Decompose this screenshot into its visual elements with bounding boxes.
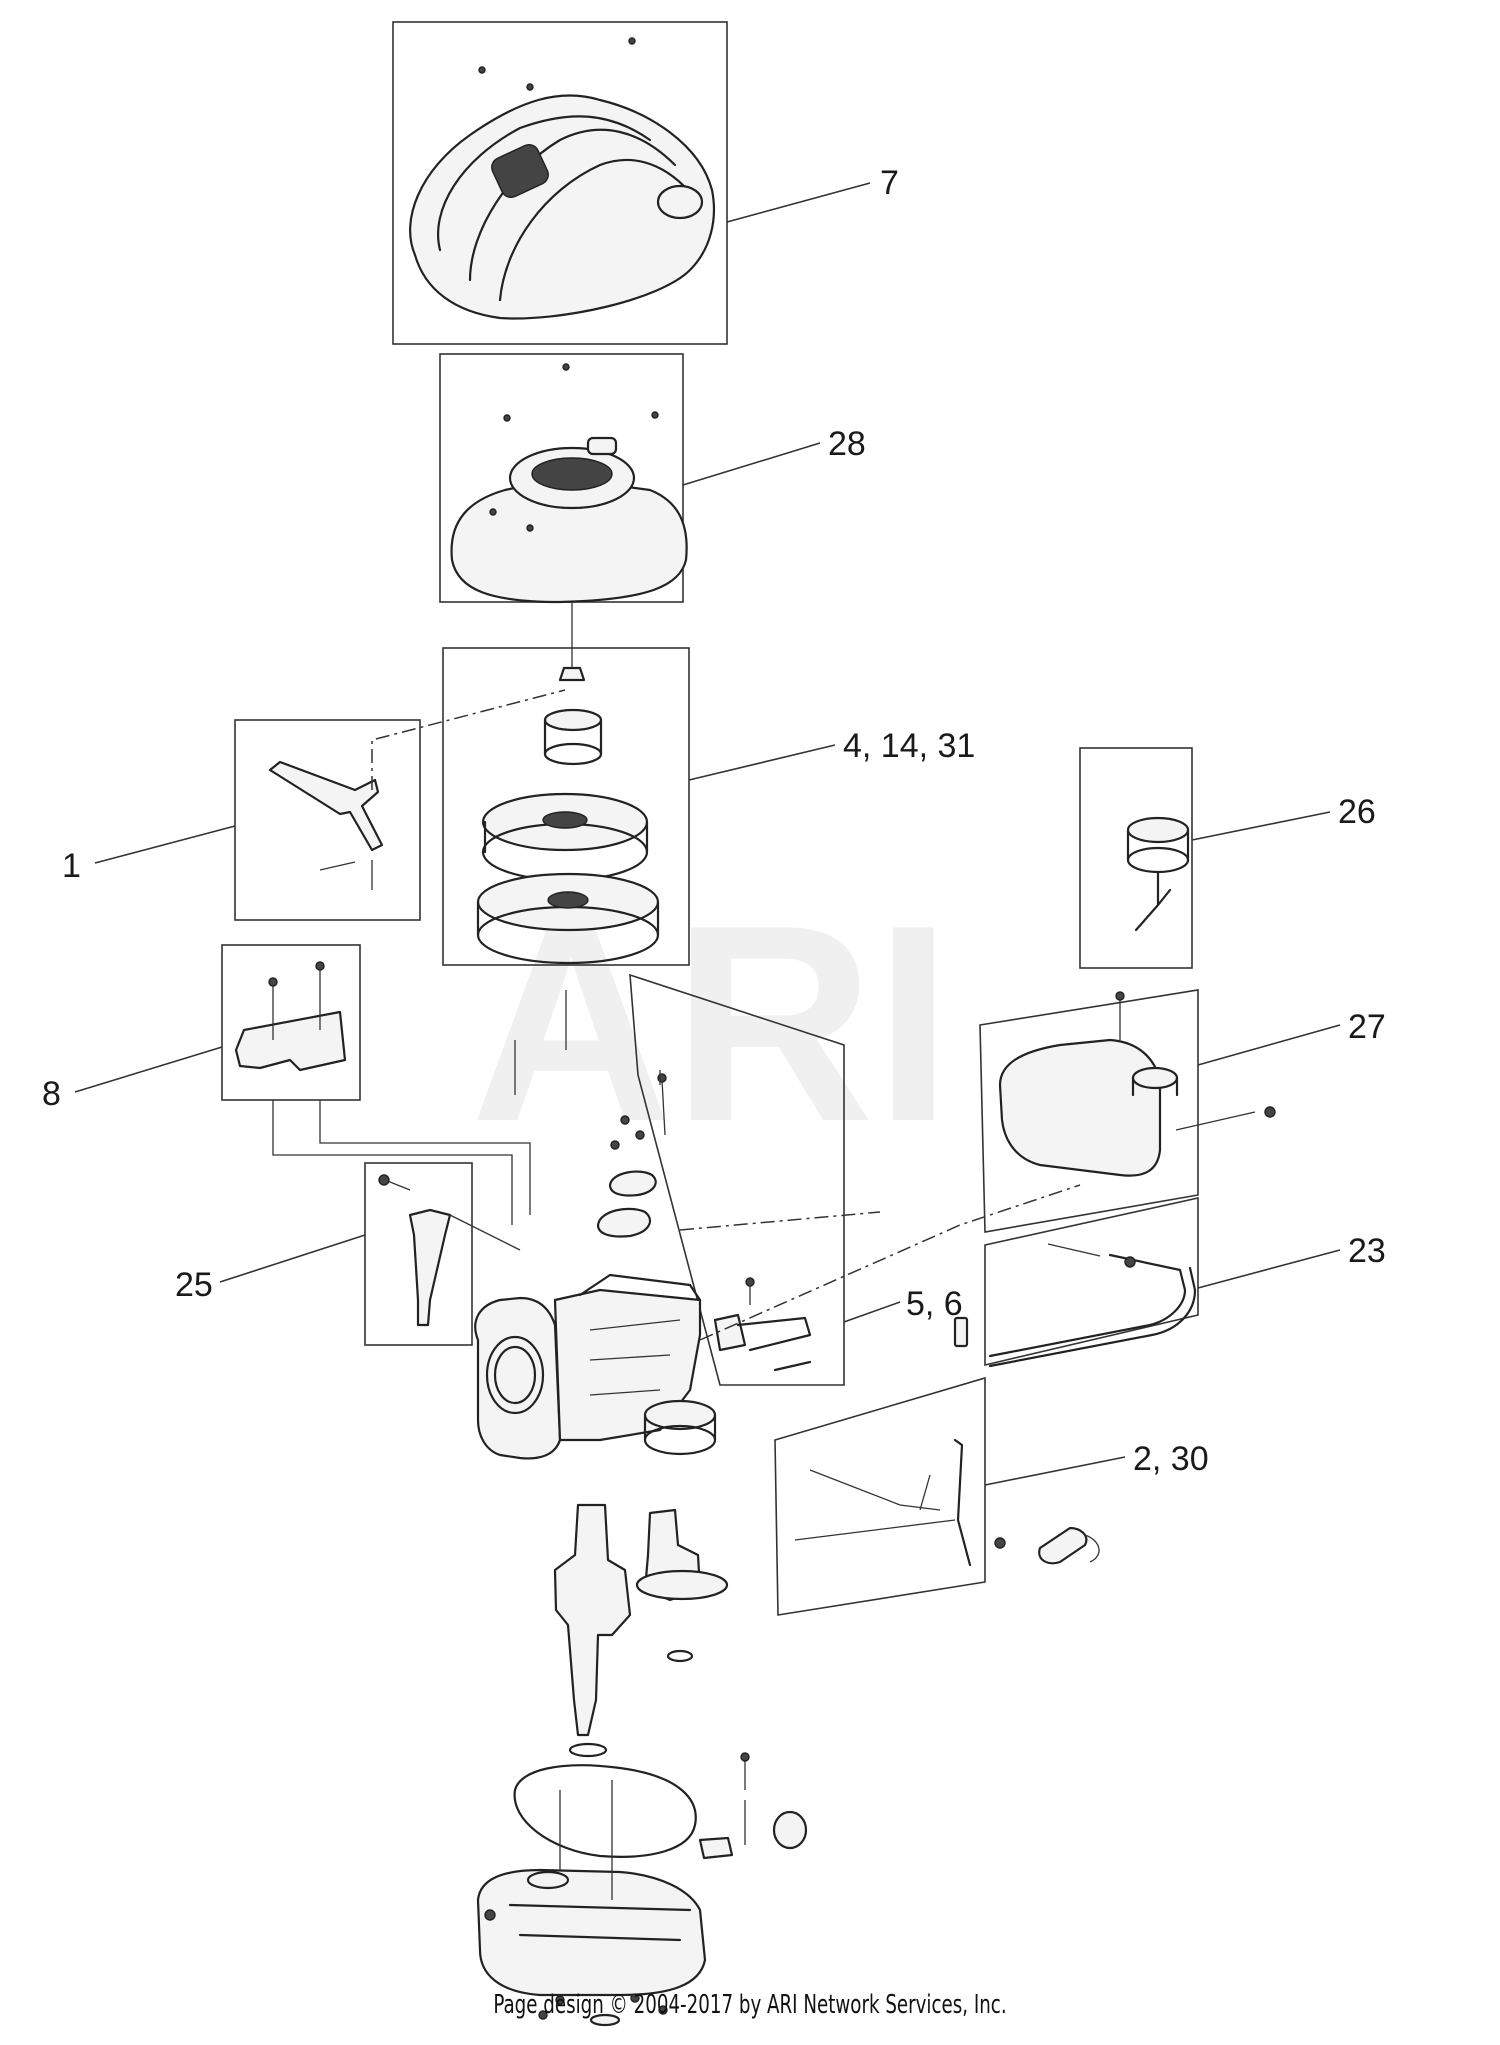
callout-leaders: [74, 182, 1341, 1486]
callout-23: 23: [1348, 1232, 1386, 1270]
callout-28: 28: [828, 425, 866, 463]
part-2-30-governor-linkage[interactable]: [774, 1376, 1100, 1616]
callout-7: 7: [880, 164, 899, 202]
part-8-shield[interactable]: [221, 944, 531, 1225]
callout-1: 1: [62, 847, 81, 885]
part-27-fuel-tank[interactable]: [979, 989, 1276, 1233]
part-1-brake-lever[interactable]: [234, 689, 566, 921]
callout-2-30: 2, 30: [1133, 1440, 1209, 1478]
crankshaft-and-sump: [476, 1399, 808, 2027]
part-28-blower-housing[interactable]: [439, 353, 688, 670]
callout-labels: 7 28 4, 14, 31 1 26 8 27 25 23 5, 6 2, 3…: [42, 164, 1386, 1478]
part-25-dipstick-tube[interactable]: [364, 1162, 521, 1346]
part-4-14-31-flywheel[interactable]: [442, 647, 690, 966]
callout-5-6: 5, 6: [906, 1285, 963, 1323]
callout-8: 8: [42, 1075, 61, 1113]
part-23-fuel-line[interactable]: [984, 1197, 1199, 1368]
part-26-fuel-cap[interactable]: [1079, 747, 1193, 969]
part-7-engine-cover[interactable]: [392, 21, 728, 345]
callout-27: 27: [1348, 1008, 1386, 1046]
callout-4-14-31: 4, 14, 31: [843, 727, 975, 765]
callout-25: 25: [175, 1266, 213, 1304]
copyright-footer: Page design © 2004-2017 by ARI Network S…: [493, 1990, 1007, 2020]
callout-26: 26: [1338, 793, 1376, 831]
